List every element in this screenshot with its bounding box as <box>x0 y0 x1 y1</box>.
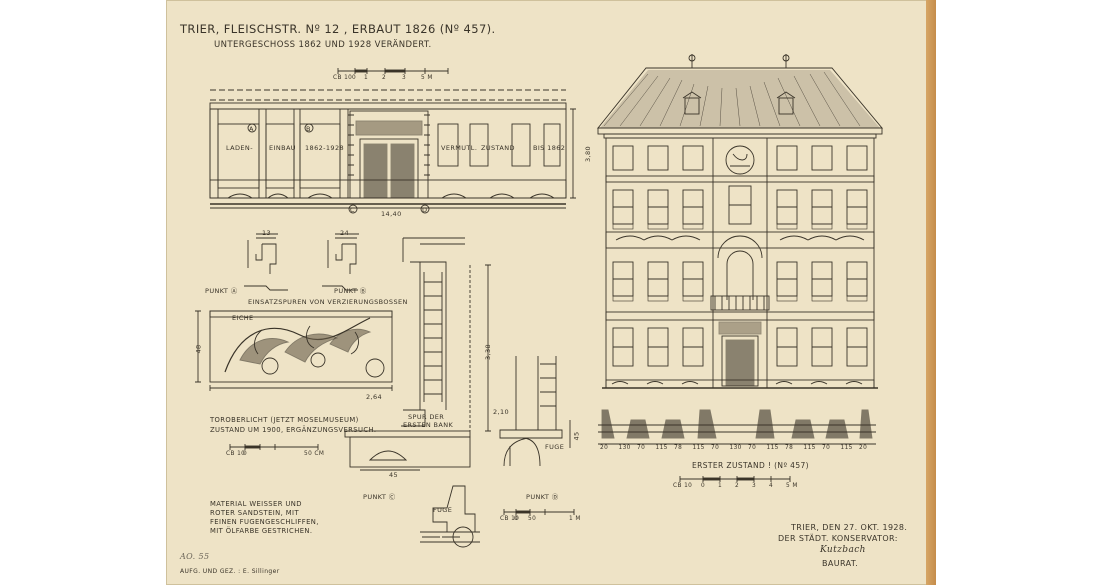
insert-note: EINSATZSPUREN VON VERZIERUNGSBOSSEN <box>248 298 408 306</box>
material-note-3: FEINEN FUGENGESCHLIFFEN, <box>210 518 319 526</box>
gf-label-3: 1862-1928 <box>305 144 345 152</box>
profile-b <box>322 233 359 291</box>
wall-small-dim: 2,10 <box>493 408 510 416</box>
corner-credit: AUFG. UND GEZ. : E. Sillinger <box>180 568 280 575</box>
scale-detail-label-1: 0 <box>514 516 519 522</box>
transom-caption-1: TOROBERLICHT (JETZT MOSELMUSEUM) <box>210 416 359 424</box>
scale-plan-label-6: 5 M <box>786 483 798 489</box>
drawing-sheet <box>166 0 930 585</box>
plan-dim-12: 70 <box>822 445 831 451</box>
gf-width-dim: 14,40 <box>381 210 402 218</box>
plan-caption: ERSTER ZUSTAND ! (Nº 457) <box>692 461 809 470</box>
plan-dim-7: 130 <box>729 445 742 451</box>
signature-handwritten: Kutzbach <box>820 545 866 555</box>
signature-line-1: TRIER, DEN 27. OKT. 1928. <box>791 523 908 532</box>
scale-plan-label-2: 1 <box>718 483 723 489</box>
scale-top-label-2: 1 <box>364 75 369 81</box>
gf-label-1: LADEN- <box>226 144 253 152</box>
main-facade <box>597 54 883 389</box>
signature-line-3: BAURAT. <box>822 559 859 568</box>
title-line-1: TRIER, FLEISCHSTR. Nº 12 , ERBAUT 1826 (… <box>180 22 496 36</box>
plan-dim-5: 115 <box>692 445 705 451</box>
plan-dim-8: 70 <box>748 445 757 451</box>
ground-floor-elevation <box>209 89 576 214</box>
transom-caption-2: ZUSTAND UM 1900, ERGÄNZUNGSVERSUCH. <box>210 426 377 434</box>
material-note-1: MATERIAL WEISSER UND <box>210 500 302 508</box>
signature-line-2: DER STÄDT. KONSERVATOR: <box>778 534 898 543</box>
marker-a: A <box>249 125 254 133</box>
gf-label-2: EINBAU <box>269 144 296 152</box>
joint-label-1: FUGE <box>545 443 565 451</box>
scale-detail-label-3: 1 M <box>569 516 581 522</box>
scale-transom-label-1: 0 <box>243 451 248 457</box>
scale-detail-label-0: CB 10 <box>500 516 520 522</box>
scale-top-label-1: 0 <box>352 75 357 81</box>
scale-top-label-0: CB 10 <box>333 75 353 81</box>
scale-plan-label-5: 4 <box>769 483 774 489</box>
plan-dim-1: 130 <box>618 445 631 451</box>
scale-plan-label-0: CB 10 <box>673 483 693 489</box>
facade-ground-floor <box>611 321 868 387</box>
corner-number: AO. 55 <box>180 552 210 561</box>
windows-first-floor <box>612 235 868 311</box>
bench-note-1: SPUR DER <box>408 413 445 421</box>
joint-detail <box>420 485 480 548</box>
material-note-4: MIT ÖLFARBE GESTRICHEN. <box>210 527 313 535</box>
sheet-edge <box>926 0 936 585</box>
scale-detail-label-2: 50 <box>528 516 537 522</box>
scale-top-label-4: 3 <box>402 75 407 81</box>
detail-scale-bar <box>503 509 575 515</box>
transom-ornament <box>195 310 393 391</box>
transom-scale-bar <box>229 444 319 450</box>
plan-dim-6: 70 <box>711 445 720 451</box>
point-c-label: PUNKT Ⓒ <box>363 493 396 501</box>
scale-transom-label-0: CB 10 <box>226 451 246 457</box>
marker-c: C <box>350 206 355 214</box>
scale-plan-label-1: 0 <box>701 483 706 489</box>
marker-d: D <box>422 206 428 214</box>
plan-dim-9: 115 <box>766 445 779 451</box>
scale-plan-label-3: 2 <box>735 483 740 489</box>
joint-label-2: FUGE <box>433 506 453 514</box>
gf-label-4: VERMUTL. <box>441 144 478 152</box>
point-d-label: PUNKT Ⓓ <box>526 493 559 501</box>
plan-dim-3: 115 <box>655 445 668 451</box>
dim-a: 13 <box>262 229 272 237</box>
window-railings <box>612 223 868 302</box>
scale-top-label-3: 2 <box>382 75 387 81</box>
ground-plan <box>598 409 876 445</box>
gf-label-6: BIS 1862 <box>533 144 566 152</box>
top-scale-bar <box>337 68 449 74</box>
plan-dim-10: 78 <box>785 445 794 451</box>
plan-scale-bar <box>679 476 791 482</box>
point-b-label: PUNKT Ⓑ <box>334 287 367 295</box>
plan-dim-0: 20 <box>600 445 609 451</box>
plan-dim-2: 70 <box>637 445 646 451</box>
scale-transom-label-2: 50 CM <box>304 451 325 457</box>
dim-b: 24 <box>340 229 350 237</box>
wall-section <box>344 237 491 471</box>
marker-b: B <box>306 125 311 133</box>
plan-dim-4: 78 <box>674 445 683 451</box>
windows-third-floor <box>612 145 868 175</box>
transom-width: 2,64 <box>366 393 383 401</box>
plan-dim-11: 115 <box>803 445 816 451</box>
gf-label-5: ZUSTAND <box>481 144 515 152</box>
profile-a <box>244 233 288 291</box>
scale-plan-label-4: 3 <box>752 483 757 489</box>
title-line-2: UNTERGESCHOSS 1862 UND 1928 VERÄNDERT. <box>214 40 432 50</box>
scale-top-label-5: 5 M <box>421 75 433 81</box>
plan-dim-14: 20 <box>859 445 868 451</box>
material-note-2: ROTER SANDSTEIN, MIT <box>210 509 300 517</box>
bench-section <box>499 356 571 467</box>
plan-dim-13: 115 <box>840 445 853 451</box>
windows-second-floor <box>612 185 868 225</box>
bench-note-2: ERSTEN BANK <box>403 421 454 429</box>
point-a-label: PUNKT Ⓐ <box>205 287 238 295</box>
bench-dim: 45 <box>389 471 399 479</box>
oak-label: EICHE <box>232 314 254 322</box>
